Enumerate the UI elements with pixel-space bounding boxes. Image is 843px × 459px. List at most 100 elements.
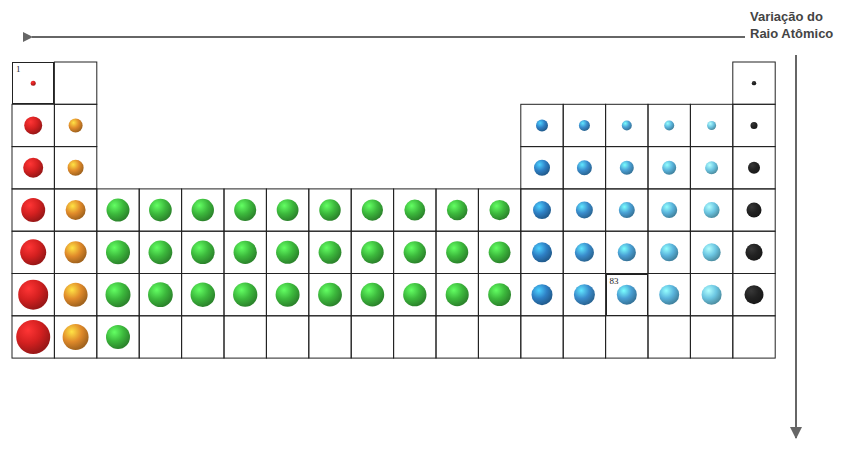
table-cell: [139, 189, 181, 231]
table-cell: [309, 316, 351, 358]
table-cell: [266, 189, 308, 231]
table-cell: [54, 104, 96, 146]
atom-sphere: [752, 81, 756, 85]
table-cell: [54, 231, 96, 273]
table-cell: [182, 189, 224, 231]
table-cell: [12, 316, 54, 358]
table-cell: [351, 316, 393, 358]
table-cell: [690, 147, 732, 189]
atom-sphere: [63, 324, 89, 350]
atom-sphere: [404, 241, 426, 263]
atom-sphere: [533, 201, 551, 219]
table-cell: [139, 274, 181, 316]
table-cell: [54, 274, 96, 316]
atom-sphere: [106, 282, 131, 307]
atom-sphere: [192, 199, 214, 221]
atom-sphere: [68, 160, 84, 176]
atom-sphere: [106, 240, 130, 264]
table-cell: [690, 316, 732, 358]
atom-sphere: [361, 283, 385, 307]
atom-sphere: [31, 81, 36, 86]
atom-sphere: [318, 283, 342, 307]
table-cell: [648, 316, 690, 358]
atom-sphere: [662, 161, 676, 175]
table-cell: [97, 274, 139, 316]
table-cell: [12, 104, 54, 146]
atom-sphere: [69, 118, 83, 132]
table-cell: [648, 231, 690, 273]
table-cell: [394, 189, 436, 231]
atom-sphere: [577, 160, 592, 175]
atom-sphere: [107, 199, 130, 222]
atom-sphere: [747, 203, 762, 218]
atom-sphere: [276, 283, 300, 307]
atom-sphere: [20, 239, 46, 265]
atom-sphere: [488, 283, 511, 306]
atomic-number: 1: [16, 65, 21, 74]
atom-sphere: [319, 199, 341, 221]
atom-sphere: [234, 241, 257, 264]
table-cell: [521, 231, 563, 273]
atom-sphere: [24, 116, 42, 134]
atom-sphere: [64, 283, 88, 307]
table-cell: [394, 316, 436, 358]
atom-sphere: [277, 199, 299, 221]
table-cell: [606, 104, 648, 146]
atom-sphere: [532, 242, 552, 262]
atom-sphere: [362, 199, 383, 220]
table-cell: [54, 62, 96, 104]
table-cell: [733, 104, 775, 146]
table-cell: [606, 316, 648, 358]
table-cell: [54, 147, 96, 189]
atom-sphere: [233, 283, 257, 307]
atom-sphere: [664, 120, 674, 130]
atom-sphere: [745, 285, 764, 304]
atom-sphere: [106, 325, 130, 349]
atom-sphere: [65, 241, 87, 263]
table-cell: [182, 274, 224, 316]
atom-sphere: [622, 120, 632, 130]
atom-sphere: [617, 285, 637, 305]
atom-sphere: [489, 200, 509, 220]
atom-sphere: [660, 243, 678, 261]
axis-label: Variação do Raio Atômico: [750, 8, 840, 42]
table-cell: [224, 316, 266, 358]
table-cell: [182, 231, 224, 273]
table-cell: [54, 189, 96, 231]
table-cell: [521, 147, 563, 189]
atom-sphere: [619, 202, 635, 218]
table-cell: [224, 274, 266, 316]
atom-sphere: [23, 158, 43, 178]
table-cell: [606, 189, 648, 231]
atom-sphere: [534, 160, 550, 176]
table-cell: [394, 231, 436, 273]
atom-sphere: [18, 280, 48, 310]
table-cell: [563, 147, 605, 189]
table-cell: [648, 104, 690, 146]
table-cell: [139, 231, 181, 273]
atomic-number: 83: [610, 277, 619, 286]
atom-sphere: [532, 284, 553, 305]
table-cell: [436, 274, 478, 316]
atom-sphere: [576, 202, 593, 219]
table-cell: [12, 147, 54, 189]
atom-sphere: [191, 241, 215, 265]
table-cell: [478, 231, 520, 273]
table-cell: [266, 231, 308, 273]
table-cell: [690, 274, 732, 316]
table-cell: [351, 274, 393, 316]
table-cell: [648, 189, 690, 231]
table-cell: [648, 274, 690, 316]
atom-sphere: [446, 283, 469, 306]
table-cell: [563, 189, 605, 231]
atom-sphere: [574, 284, 595, 305]
atom-sphere: [575, 243, 594, 262]
atom-sphere: [319, 241, 342, 264]
atom-sphere: [191, 282, 216, 307]
table-cell: [309, 274, 351, 316]
table-cell: [521, 274, 563, 316]
table-cell: [309, 189, 351, 231]
table-cell: [436, 189, 478, 231]
table-cell: [266, 316, 308, 358]
table-cell: [266, 274, 308, 316]
